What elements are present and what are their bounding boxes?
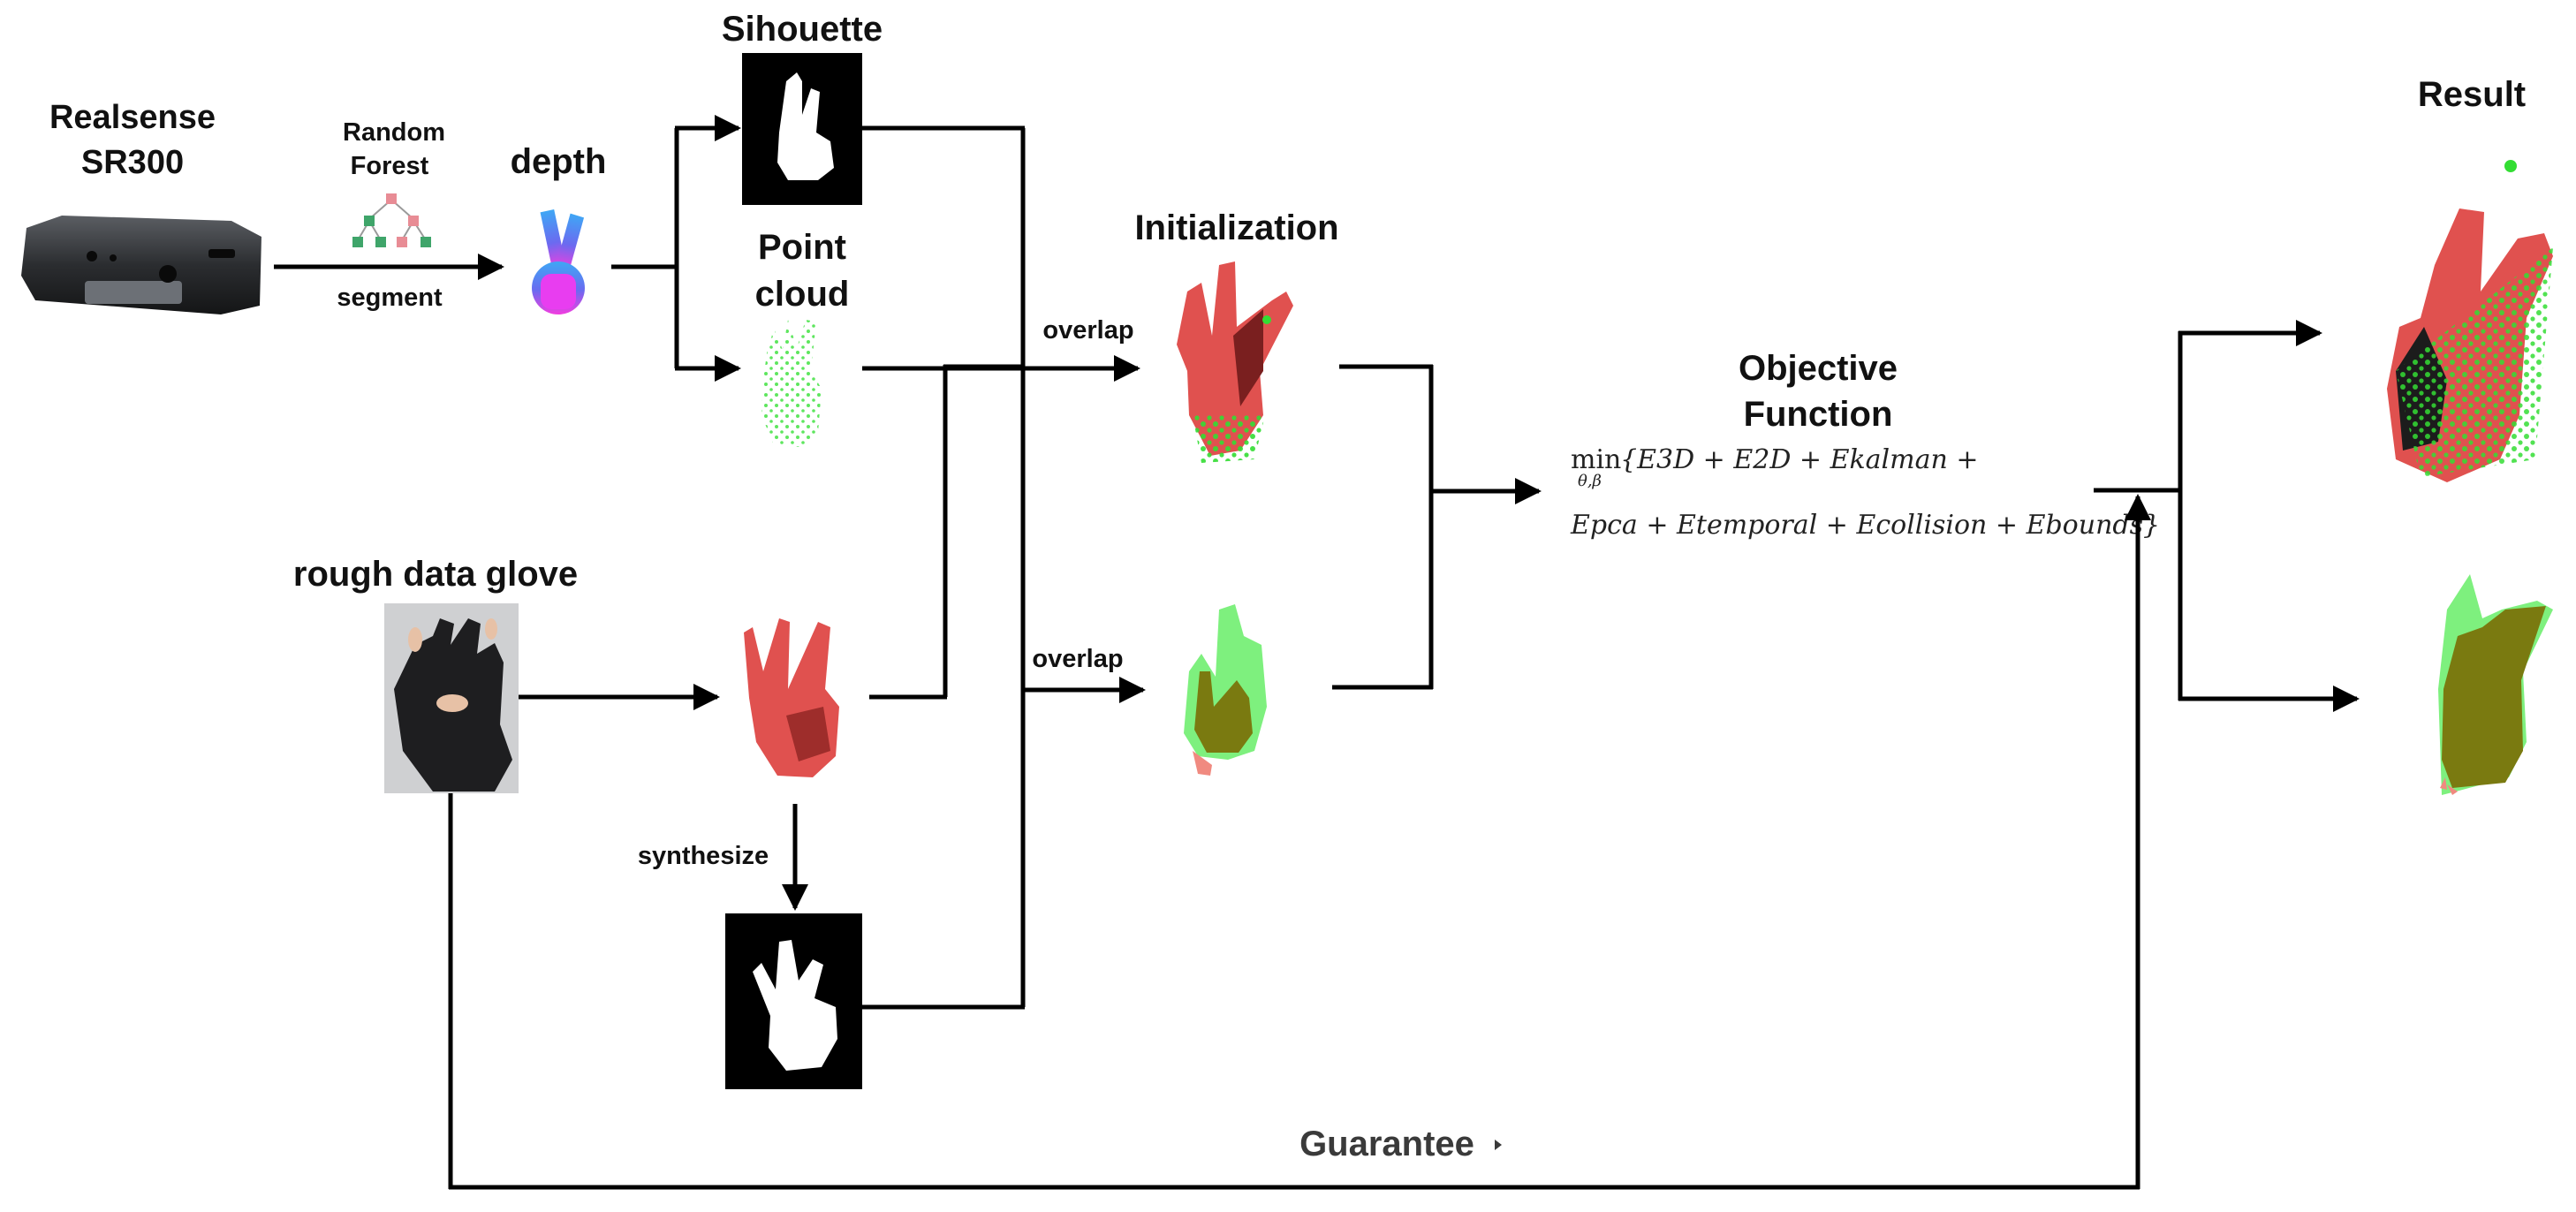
overlap-label-bottom: overlap (1032, 645, 1123, 673)
result-label: Result (2418, 75, 2526, 114)
overlap-overlay-image (1184, 604, 1267, 776)
glove-model-to-init-connector (869, 364, 1025, 700)
objective-to-result-connector (2094, 320, 2360, 712)
point-cloud-label-line1: Point (758, 228, 846, 267)
result-hand-top-image (2387, 160, 2553, 482)
merge-to-objective-connector (1332, 364, 1542, 690)
silhouette-image-synthesized (725, 913, 862, 1089)
random-forest-label-line2: Forest (351, 152, 429, 180)
realsense-camera-image (21, 216, 261, 314)
initialization-hand-image (1177, 261, 1293, 463)
result-hand-bottom-image (2438, 574, 2553, 795)
glove-label: rough data glove (293, 555, 578, 594)
formula-min: min (1571, 444, 1621, 475)
guarantee-label-bg (1279, 1120, 1511, 1170)
depth-branch-connectors (611, 115, 741, 382)
camera-title-line2: SR300 (81, 144, 184, 181)
depth-hand-image (532, 209, 585, 314)
glove-photo (384, 603, 519, 793)
initialization-label: Initialization (1134, 208, 1338, 247)
objective-formula: min θ,β {E3D + E2D + Ekalman + Epca + Et… (1570, 444, 2160, 541)
point-cloud-image (761, 320, 822, 447)
segment-label: segment (337, 284, 443, 312)
guarantee-label: Guarantee (1299, 1125, 1474, 1163)
guarantee-play-icon (1495, 1140, 1502, 1150)
silhouette-merge-connector (862, 128, 1146, 1010)
objective-label-line1: Objective (1739, 349, 1898, 388)
synthesize-label: synthesize (638, 842, 769, 870)
camera-title-line1: Realsense (49, 99, 216, 136)
silhouette-image-top (742, 53, 862, 205)
random-forest-label-line1: Random (343, 118, 445, 147)
formula-line2: Epca + Etemporal + Ecollision + Ebounds} (1570, 510, 2160, 541)
overlap-label-top: overlap (1042, 316, 1133, 345)
point-cloud-label-line2: cloud (755, 275, 850, 314)
silhouette-label: Sihouette (722, 10, 883, 49)
objective-label-line2: Function (1744, 395, 1893, 434)
depth-label: depth (511, 142, 607, 181)
glove-hand-model-image (744, 618, 839, 777)
random-forest-tree-icon (352, 193, 431, 247)
formula-line1: {E3D + E2D + Ekalman + (1620, 444, 1978, 475)
guarantee-loop-connector (448, 494, 2151, 1190)
formula-min-subscript: θ,β (1578, 472, 1602, 490)
